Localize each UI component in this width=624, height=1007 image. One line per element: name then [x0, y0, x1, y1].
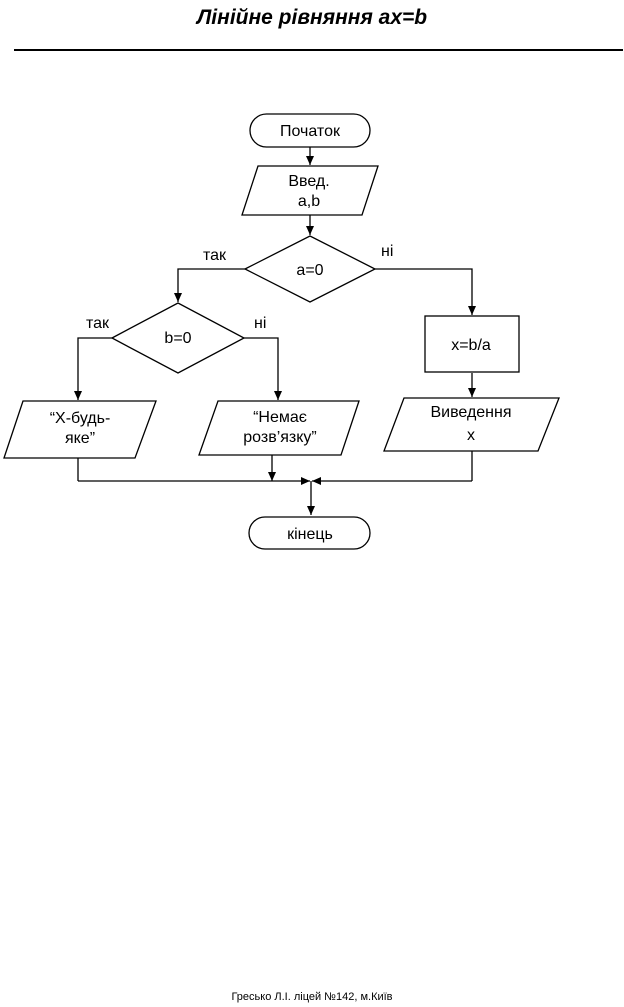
calc-label: x=b/a: [451, 337, 491, 354]
arrow-cond1-no: [375, 268, 476, 315]
condition-b-diamond: [110, 302, 246, 374]
output-none-label-line1: “Немає: [253, 409, 307, 426]
condition-a-diamond: [243, 235, 377, 303]
output-any-label-line2: яке”: [65, 430, 95, 447]
start-label: Початок: [280, 123, 341, 140]
input-parallelogram: [241, 165, 379, 216]
output-x-label-line2: x: [467, 427, 475, 444]
end-label: кінець: [287, 526, 333, 543]
output-none-parallelogram: [198, 400, 360, 456]
condition-a-label: a=0: [296, 262, 323, 279]
start-terminal: [249, 113, 371, 148]
connector-lines: [74, 147, 476, 515]
footer-credit: Гресько Л.І. ліцей №142, м.Київ: [231, 991, 393, 1003]
arrow-cond2-yes: [74, 337, 112, 400]
input-label-line1: Введ.: [288, 173, 329, 190]
condition-b-label: b=0: [164, 330, 191, 347]
output-any-label-line1: “Х-будь-: [50, 410, 111, 427]
input-label-line2: a,b: [298, 193, 320, 210]
page-title: Лінійне рівняння ax=b: [196, 6, 428, 29]
output-x-label-line1: Виведення: [430, 404, 511, 421]
output-none-label-line2: розв’язку”: [243, 429, 317, 446]
calc-process-box: [424, 315, 520, 373]
cond2-yes-label: так: [86, 315, 110, 332]
cond2-no-label: ні: [254, 315, 266, 332]
title-divider: [14, 49, 623, 51]
arrow-cond2-no: [244, 337, 282, 400]
end-terminal: [248, 516, 371, 550]
arrow-cond1-yes: [174, 268, 245, 302]
cond1-yes-label: так: [203, 247, 227, 264]
output-any-parallelogram: [3, 400, 157, 459]
cond1-no-label: ні: [381, 243, 393, 260]
output-x-parallelogram: [383, 397, 560, 452]
